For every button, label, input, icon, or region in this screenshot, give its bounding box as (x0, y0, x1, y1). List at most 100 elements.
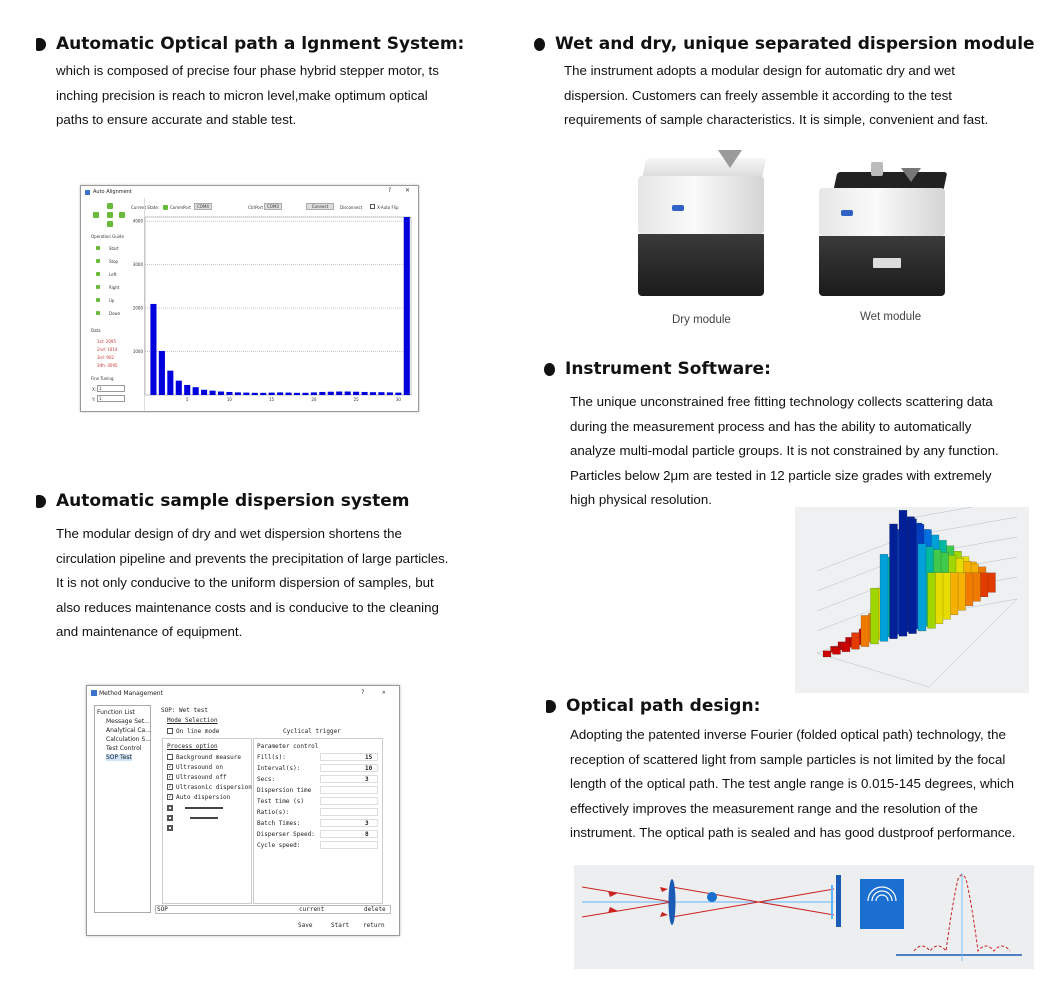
text-line: and maintenance of equipment. (56, 624, 243, 639)
stop-icon[interactable] (96, 259, 100, 263)
bar (285, 392, 292, 395)
text-line: length of the optical path. The test ang… (570, 776, 1015, 791)
bar (167, 370, 174, 395)
function-list-label: Function List (97, 709, 135, 716)
function-item[interactable]: Analytical Ca... (106, 727, 151, 734)
x-auto-flip-checkbox[interactable] (370, 204, 375, 209)
data-value: 1st: 2095 (97, 339, 116, 344)
param-input[interactable] (320, 819, 378, 827)
function-item-selected[interactable]: SOP Test (106, 754, 132, 761)
left-icon[interactable] (96, 272, 100, 276)
dry-module-image (632, 150, 772, 310)
param-value: 15 (365, 754, 373, 761)
param-input[interactable] (320, 797, 378, 805)
online-mode-checkbox[interactable] (167, 728, 173, 734)
process-option: Auto dispersion (176, 794, 231, 801)
process-checkbox[interactable]: ✓ (167, 794, 173, 800)
y-input[interactable]: 1 (97, 395, 125, 402)
sop-input[interactable] (155, 905, 391, 914)
bar (369, 392, 377, 395)
ring-icon (867, 886, 897, 902)
section-text: The unique unconstrained free fitting te… (570, 390, 999, 513)
process-option-label: Process option (167, 743, 218, 750)
param-input[interactable] (320, 764, 378, 772)
text-line: The modular design of dry and wet disper… (56, 526, 402, 541)
param-label: Dispersion time (257, 787, 312, 794)
close-button[interactable]: ✕ (382, 689, 386, 696)
3d-bar (957, 572, 966, 611)
up-icon[interactable] (96, 298, 100, 302)
return-button[interactable]: return (363, 922, 385, 929)
param-value: 8 (365, 831, 369, 838)
connect-button[interactable]: Connect (306, 203, 334, 210)
right-icon[interactable] (96, 285, 100, 289)
bar (158, 350, 165, 395)
section-text: The modular design of dry and wet disper… (56, 522, 449, 645)
process-checkbox[interactable] (167, 754, 173, 760)
process-panel (162, 738, 252, 904)
bar (361, 391, 368, 395)
process-checkbox[interactable] (167, 815, 173, 821)
param-input[interactable] (320, 830, 378, 838)
op-up[interactable]: Up (109, 298, 115, 303)
section-heading: Automatic sample dispersion system (36, 491, 449, 511)
data-value: 3rd: 902 (97, 355, 114, 360)
param-input[interactable] (320, 841, 378, 849)
op-down[interactable]: Down (109, 311, 121, 316)
right-arrow-icon[interactable] (119, 212, 125, 218)
3d-bar (942, 572, 951, 620)
section-sample-dispersion: Automatic sample dispersion system The m… (36, 491, 449, 645)
process-checkbox[interactable]: ✓ (167, 764, 173, 770)
ctrl-port-select[interactable]: COM3 (264, 203, 282, 210)
bar (251, 392, 258, 395)
down-icon[interactable] (96, 311, 100, 315)
delete-button[interactable]: delete (364, 906, 386, 913)
up-arrow-icon[interactable] (107, 203, 113, 209)
comm-port-label: CommPort (170, 205, 191, 210)
label-sticker (873, 258, 901, 268)
start-button[interactable]: Start (331, 922, 350, 929)
3d-histogram-graphic (816, 498, 1018, 688)
section-title: Optical path design: (566, 696, 761, 716)
comm-port-select[interactable]: COM4 (194, 203, 212, 210)
save-button[interactable]: Save (298, 922, 313, 929)
param-input[interactable] (320, 808, 378, 816)
logo-icon (841, 210, 853, 216)
bar (395, 392, 402, 395)
current-button[interactable]: current (299, 906, 325, 913)
x-tick-label: 5 (186, 397, 189, 402)
section-optical-design: Optical path design: Adopting the patent… (546, 696, 1015, 846)
help-button[interactable]: ? (388, 187, 392, 194)
function-item[interactable]: Calculation S... (106, 736, 151, 743)
disconnect-button[interactable]: Disconnect (340, 205, 363, 210)
x-input[interactable]: 1 (97, 385, 125, 392)
ring-icon (871, 890, 893, 902)
center-icon[interactable] (107, 212, 113, 218)
param-input[interactable] (320, 775, 378, 783)
auto-alignment-window: Auto Alignment ? ✕ Current State: CommPo… (80, 185, 419, 412)
process-checkbox[interactable] (167, 805, 173, 811)
process-checkbox[interactable] (167, 825, 173, 831)
process-checkbox[interactable]: ✓ (167, 774, 173, 780)
down-arrow-icon[interactable] (107, 221, 113, 227)
process-checkbox[interactable]: ✓ (167, 784, 173, 790)
text-line: Adopting the patented inverse Fourier (f… (570, 727, 1006, 742)
data-value: 3lth: 4095 (97, 363, 118, 368)
start-icon[interactable] (96, 246, 100, 250)
help-button[interactable]: ? (361, 689, 365, 696)
close-button[interactable]: ✕ (405, 187, 411, 194)
left-arrow-icon[interactable] (93, 212, 99, 218)
scatter-beam (671, 888, 835, 918)
op-stop[interactable]: Stop (109, 259, 119, 264)
function-item[interactable]: Test Control (106, 745, 142, 752)
x-label: X: (92, 387, 97, 392)
op-start[interactable]: Start (109, 246, 119, 251)
op-left[interactable]: Left (109, 272, 117, 277)
3d-bar (841, 642, 851, 652)
x-tick-label: 25 (354, 397, 360, 402)
param-input[interactable] (320, 753, 378, 761)
function-item[interactable]: Message Set... (106, 718, 150, 725)
param-input[interactable] (320, 786, 378, 794)
text-line: which is composed of precise four phase … (56, 63, 439, 78)
op-right[interactable]: Right (109, 285, 120, 290)
